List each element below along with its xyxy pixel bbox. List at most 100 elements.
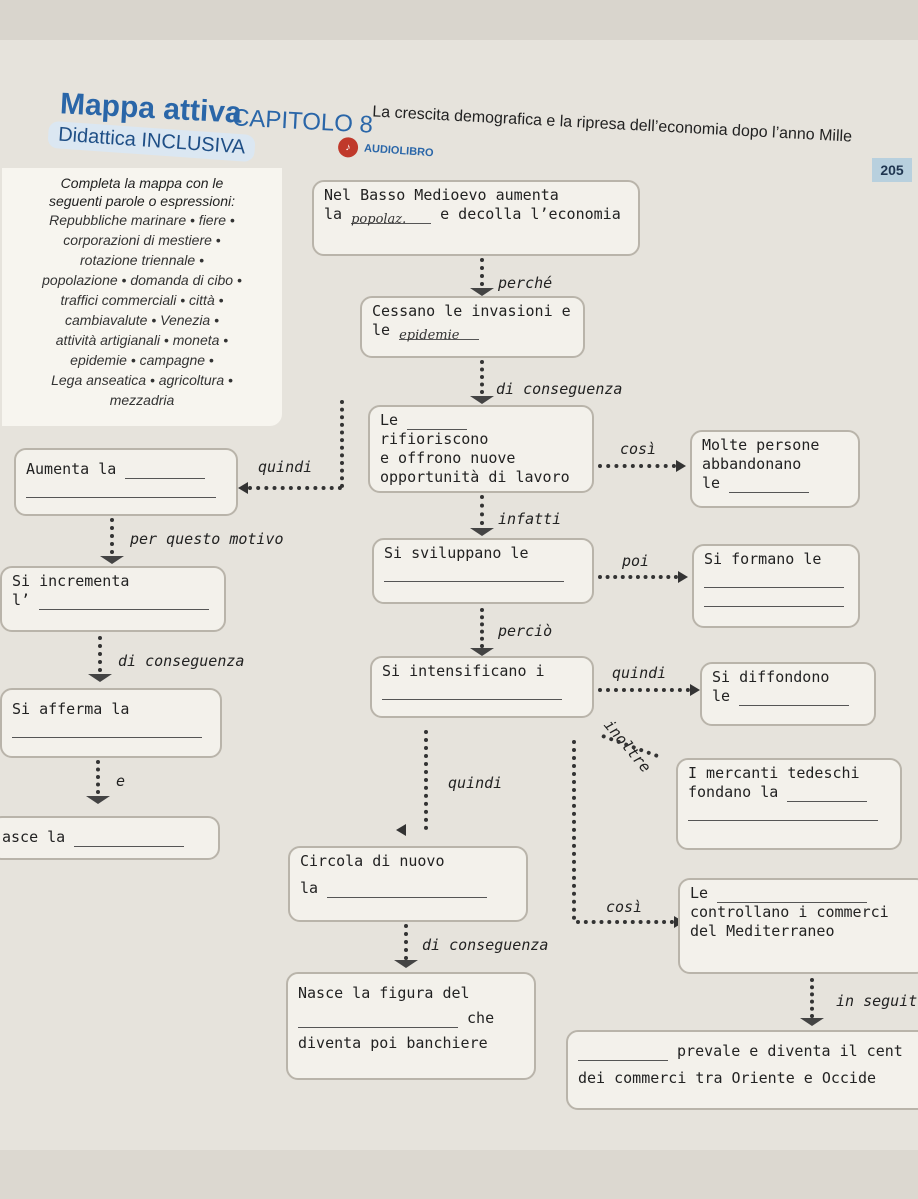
connector-dots [96, 760, 104, 794]
word-bank-line: corporazioni di mestiere • [63, 232, 221, 248]
connector-label: perciò [498, 622, 553, 640]
map-box-13: asce la [0, 816, 220, 860]
box-text: l’ [12, 591, 31, 609]
handwritten-answer: epidemie [399, 328, 460, 343]
arrow-down-icon [394, 960, 418, 968]
handwritten-answer: popolaz. [351, 212, 407, 227]
connector-label: e [116, 772, 126, 790]
map-box-16: Nasce la figura del che diventa poi banc… [286, 972, 536, 1080]
box-text: Si incrementa [12, 572, 130, 590]
map-box-2: Cessano le invasioni e le epidemie [360, 296, 585, 358]
answer-blank[interactable] [39, 595, 210, 610]
arrow-down-icon [470, 648, 494, 656]
word-bank-line: attività artigianali • moneta • [55, 332, 229, 348]
map-box-17: prevale e diventa il cent dei commerci t… [566, 1030, 918, 1110]
box-text: Si intensificano i [382, 662, 545, 680]
box-text: del Mediterraneo [690, 922, 835, 940]
box-text: Si diffondono [712, 668, 830, 686]
box-text: asce la [2, 828, 66, 846]
connector-dots [248, 486, 342, 490]
connector-dots [480, 495, 488, 525]
arrow-left-icon [396, 824, 406, 836]
box-text: che [467, 1009, 495, 1027]
box-text: rifioriscono [380, 430, 489, 448]
answer-blank[interactable] [688, 806, 878, 821]
connector-label: quindi [258, 458, 313, 476]
answer-blank[interactable]: epidemie [399, 325, 480, 343]
answer-blank[interactable] [74, 832, 185, 847]
arrow-right-icon [676, 460, 686, 472]
map-box-4: Molte persone abbandonano le [690, 430, 860, 508]
answer-blank[interactable]: popolaz. [351, 209, 432, 227]
box-text: Le [690, 884, 709, 902]
answer-blank[interactable] [12, 723, 202, 738]
answer-blank[interactable] [704, 592, 844, 607]
connector-dots [810, 978, 818, 1018]
connector-dots [576, 920, 674, 924]
connector-dots [598, 575, 678, 579]
box-text: prevale e diventa il cent [677, 1042, 903, 1060]
box-text: Le [380, 411, 399, 429]
word-bank-line: rotazione triennale • [80, 252, 204, 268]
box-text: e decolla l’economia [440, 205, 621, 223]
box-text: Aumenta la [26, 460, 117, 478]
box-text: la [324, 205, 343, 223]
connector-label: quindi [448, 774, 503, 792]
connector-dots [404, 924, 412, 960]
connector-label: di conseguenza [118, 652, 245, 670]
map-box-14: Circola di nuovo la [288, 846, 528, 922]
answer-blank[interactable] [327, 883, 488, 898]
arrow-down-icon [470, 288, 494, 296]
connector-label: quindi [612, 664, 667, 682]
connector-dots [98, 636, 106, 672]
arrow-down-icon [88, 674, 112, 682]
box-text: Cessano le invasioni e [372, 302, 571, 320]
box-text: le [702, 474, 721, 492]
answer-blank[interactable] [704, 573, 844, 588]
box-text: Circola di nuovo [300, 852, 445, 870]
box-text: I mercanti tedeschi [688, 764, 860, 782]
connector-label: così [606, 898, 643, 916]
answer-blank[interactable] [787, 787, 868, 802]
map-box-15: Le controllano i commerci del Mediterran… [678, 878, 918, 974]
answer-blank[interactable] [382, 685, 562, 700]
answer-blank[interactable] [729, 478, 810, 493]
page-number: 205 [872, 158, 912, 182]
connector-dots [480, 258, 488, 286]
answer-blank[interactable] [384, 567, 564, 582]
arrow-down-icon [470, 528, 494, 536]
arrow-right-icon [690, 684, 700, 696]
box-text: le [372, 321, 391, 339]
answer-blank[interactable] [26, 483, 216, 498]
connector-label: in seguit [836, 992, 918, 1010]
answer-blank[interactable] [125, 464, 206, 479]
answer-blank[interactable] [578, 1046, 668, 1061]
word-bank-instruction: Completa la mappa con le seguenti parole… [2, 168, 282, 210]
map-box-1: Nel Basso Medioevo aumenta la popolaz. e… [312, 180, 640, 256]
map-box-3: Le rifioriscono e offrono nuove opportun… [368, 405, 594, 493]
box-text: e offrono nuove [380, 449, 516, 467]
answer-blank[interactable] [407, 415, 468, 430]
box-text: dei commerci tra Oriente e Occide [578, 1069, 877, 1087]
connector-dots [480, 360, 488, 394]
box-text: Nel Basso Medioevo aumenta [324, 186, 559, 204]
map-box-9: Si intensificano i [370, 656, 594, 718]
word-bank-line: mezzadria [109, 392, 175, 408]
connector-dots [480, 608, 488, 648]
audiolibro-label: AUDIOLIBRO [363, 142, 434, 160]
word-bank-line: Lega anseatica • agricoltura • [51, 372, 233, 388]
map-box-12: I mercanti tedeschi fondano la [676, 758, 902, 850]
connector-dots [598, 688, 690, 692]
answer-blank[interactable] [717, 888, 868, 903]
box-text: Si formano le [704, 550, 822, 568]
connector-label: perché [498, 274, 553, 292]
map-box-6: Si sviluppano le [372, 538, 594, 604]
box-text: opportunità di lavoro [380, 468, 570, 486]
answer-blank[interactable] [739, 691, 850, 706]
connector-dots [424, 730, 432, 830]
connector-dots [598, 464, 676, 468]
arrow-down-icon [100, 556, 124, 564]
arrow-down-icon [86, 796, 110, 804]
answer-blank[interactable] [298, 1013, 458, 1028]
word-bank-line: traffici commerciali • città • [60, 292, 224, 308]
